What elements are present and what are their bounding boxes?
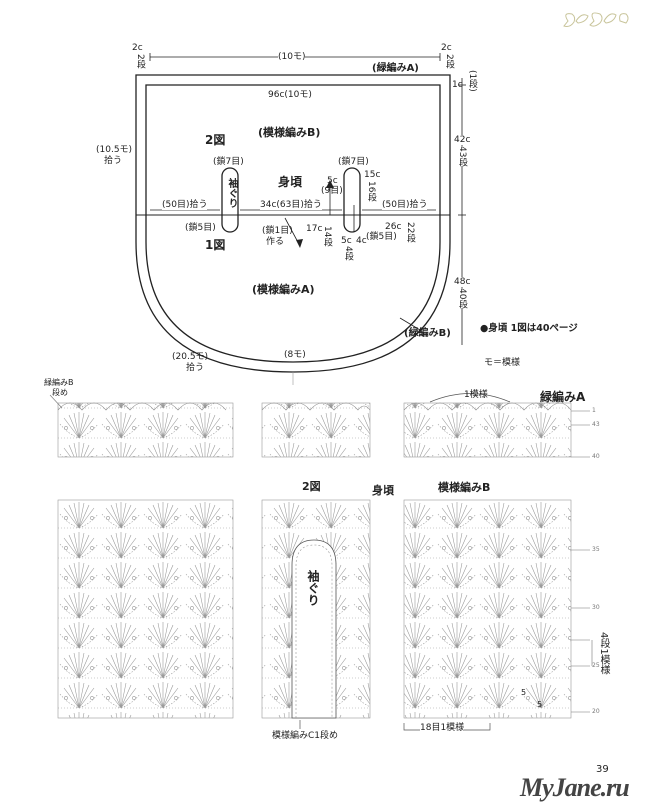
label-16dan: 16段 xyxy=(366,181,376,202)
label-body-chart: 身頃 xyxy=(372,484,394,497)
label-17c: 17c xyxy=(306,224,323,234)
butterfly-ornament xyxy=(563,12,629,27)
label-one-repeat: 1模様 xyxy=(464,390,488,400)
label-row-40: 40 xyxy=(592,453,600,460)
label-inner-top: 96c(10モ) xyxy=(268,90,312,100)
label-side-note: 4段1模様 xyxy=(598,632,609,675)
label-armhole-top: 袖ぐり xyxy=(226,178,237,208)
label-right-50: (50目)拾う xyxy=(382,200,428,210)
label-tsukuru: 作る xyxy=(266,237,285,247)
label-26c: 26c xyxy=(385,222,402,232)
label-top-right-dan: 2段 xyxy=(444,54,454,69)
label-4c: 4c xyxy=(356,236,367,246)
armhole-left-box xyxy=(221,167,239,233)
label-right-40dan: 40段 xyxy=(457,288,467,309)
label-bottom-note: 18目1模様 xyxy=(420,723,465,733)
label-fig2: 2図 xyxy=(205,133,226,147)
page-number: 39 xyxy=(596,764,609,775)
label-14dan: 14段 xyxy=(322,226,332,247)
label-chain5-right: (鎖5目) xyxy=(366,232,397,242)
label-chain7-left: (鎖7目) xyxy=(213,157,244,167)
label-chain7-right: (鎖7目) xyxy=(338,157,369,167)
label-pattern-b: (模様編みB) xyxy=(258,126,321,139)
label-left-10-5mo: (10.5モ) xyxy=(96,145,133,155)
label-top-left-c: 2c xyxy=(132,43,143,53)
label-5c-top: 5c xyxy=(327,176,338,186)
watermark: MyJane.ru xyxy=(520,773,630,802)
label-fig2-chart: 2図 xyxy=(302,480,321,493)
label-row-20: 20 xyxy=(592,708,600,715)
label-top-width-mo: (10モ) xyxy=(278,52,306,62)
label-row-43: 43 xyxy=(592,421,600,428)
label-arm-5b: 5 xyxy=(537,700,543,709)
label-chain1: (鎖1目) xyxy=(262,226,293,236)
label-left-hirou2: 拾う xyxy=(186,363,205,373)
label-armhole-chart: 袖ぐり xyxy=(305,570,322,606)
label-edge-a-top: (緑編みA) xyxy=(372,63,419,74)
label-pattern-c: 模様編みC1段め xyxy=(272,731,339,741)
label-edge-a-chart: 緑編みA xyxy=(540,390,586,404)
label-row-25: 25 xyxy=(592,662,600,669)
label-right-1c: 1c xyxy=(452,80,463,90)
label-bottom-8mo: (8モ) xyxy=(284,350,306,360)
label-right-1dan: (1段) xyxy=(467,70,477,92)
label-left-20-5mo: (20.5モ) xyxy=(172,352,209,362)
label-right-43dan: 43段 xyxy=(457,146,467,167)
label-body: 身頃 xyxy=(278,175,303,189)
edge-band xyxy=(57,402,572,458)
note-body-page: ●身頃 1図は40ページ xyxy=(480,323,578,334)
label-pattern-a: (模様編みA) xyxy=(252,283,315,296)
label-row-1: 1 xyxy=(592,407,596,414)
label-4dan: 4段 xyxy=(343,246,353,261)
label-top-left-dan: 2段 xyxy=(135,54,145,69)
label-edge-b: (緑編みB) xyxy=(404,328,451,339)
label-row-35: 35 xyxy=(592,546,600,553)
label-9eye: (9目) xyxy=(321,186,343,196)
armhole-cutout xyxy=(291,539,337,719)
outer-outline xyxy=(135,74,451,373)
label-arm-5a: 5 xyxy=(521,688,527,697)
inner-outline xyxy=(145,84,441,363)
label-22dan: 22段 xyxy=(405,222,415,243)
label-right-48c: 48c xyxy=(454,277,471,287)
label-edge-b-chart: 緑編みB xyxy=(44,378,74,387)
armhole-right-box xyxy=(343,167,361,233)
label-top-right-c: 2c xyxy=(441,43,452,53)
label-chain5-left: (鎖5目) xyxy=(185,223,216,233)
label-left-hirou: 拾う xyxy=(104,156,123,166)
label-right-42c: 42c xyxy=(454,135,471,145)
label-row-30: 30 xyxy=(592,604,600,611)
label-5c-bottom: 5c xyxy=(341,236,352,246)
label-edge-b-sub: 段め xyxy=(52,388,68,397)
label-15c: 15c xyxy=(364,170,381,180)
label-left-50: (50目)拾う xyxy=(162,200,208,210)
label-fig1: 1図 xyxy=(205,238,226,252)
label-center-34c: 34c(63目)拾う xyxy=(260,200,322,210)
note-mo: モ＝模様 xyxy=(484,358,521,368)
label-pattern-b-chart: 模様編みB xyxy=(438,481,491,494)
